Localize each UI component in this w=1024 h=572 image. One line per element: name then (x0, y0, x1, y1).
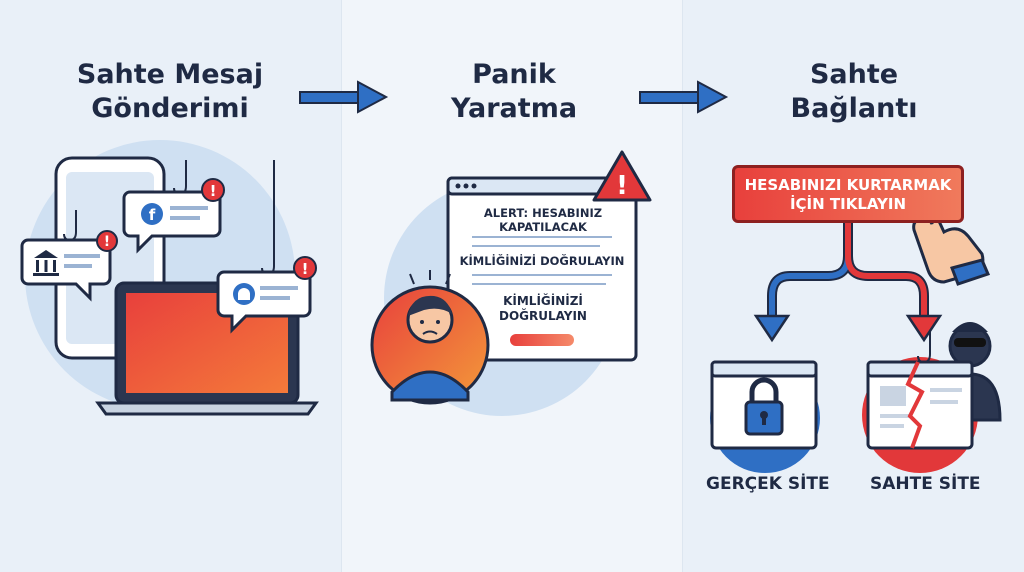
fake-site-browser-window (866, 360, 974, 450)
bank-icon (33, 250, 59, 276)
step-title-1-line2: Gönderimi (91, 93, 249, 124)
facebook-icon (141, 203, 163, 225)
alert-line-2: KAPATILACAK (499, 220, 587, 234)
step-title-2: Panik Yaratma (384, 58, 644, 126)
fishing-hook-icon (917, 330, 931, 364)
alert-line-1: ALERT: HESABINIZ (483, 206, 603, 220)
alert-line-5: DOĞRULAYIN (499, 309, 587, 323)
real-site-label: GERÇEK SİTE (706, 474, 830, 494)
arrow-right-icon (639, 80, 729, 114)
warning-badge-icon: ! (96, 230, 118, 252)
step-title-1-line1: Sahte Mesaj (76, 59, 264, 90)
step-title-1: Sahte Mesaj Gönderimi (40, 58, 300, 126)
step-title-3-line1: Sahte (809, 59, 899, 90)
facebook-message-bubble: f (122, 190, 222, 254)
split-path-arrows (753, 223, 943, 343)
svg-text:f: f (149, 206, 156, 224)
step-panel-fake-link (683, 0, 1024, 572)
step-title-2-line2: Yaratma (450, 93, 578, 124)
warning-badge-icon: ! (201, 178, 225, 202)
broken-crack-icon (905, 361, 925, 449)
recover-account-link-button[interactable]: HESABINIZI KURTARMAK İÇİN TIKLAYIN (732, 165, 964, 223)
arrow-right-icon (299, 80, 389, 114)
alert-line-4: KİMLİĞİNİZİ (503, 294, 583, 308)
svg-text:!: ! (616, 171, 628, 201)
real-site-browser-window (710, 360, 818, 450)
cta-line-1: HESABINIZI KURTARMAK (744, 176, 952, 194)
alert-line-3: KİMLİĞİNİZİ DOĞRULAYIN (459, 254, 625, 268)
step-title-2-line1: Panik (472, 59, 556, 90)
alert-heading: ALERT: HESABINIZ KAPATILACAK (468, 206, 618, 234)
fake-site-label: SAHTE SİTE (870, 474, 981, 494)
cta-line-2: İÇİN TIKLAYIN (789, 195, 907, 213)
svg-text:!: ! (104, 234, 110, 250)
svg-text:!: ! (210, 182, 217, 200)
svg-text:!: ! (302, 260, 309, 278)
worried-person-avatar (370, 270, 490, 405)
lock-icon (744, 377, 784, 436)
alert-verify: KİMLİĞİNİZİ DOĞRULAYIN (468, 294, 618, 324)
warning-badge-icon: ! (293, 256, 317, 280)
alert-action-button (510, 334, 574, 346)
step-title-3-line2: Bağlantı (790, 93, 918, 124)
alert-browser-window (446, 176, 638, 362)
step-title-3: Sahte Bağlantı (724, 58, 984, 126)
warning-triangle-icon: ! (592, 150, 652, 202)
